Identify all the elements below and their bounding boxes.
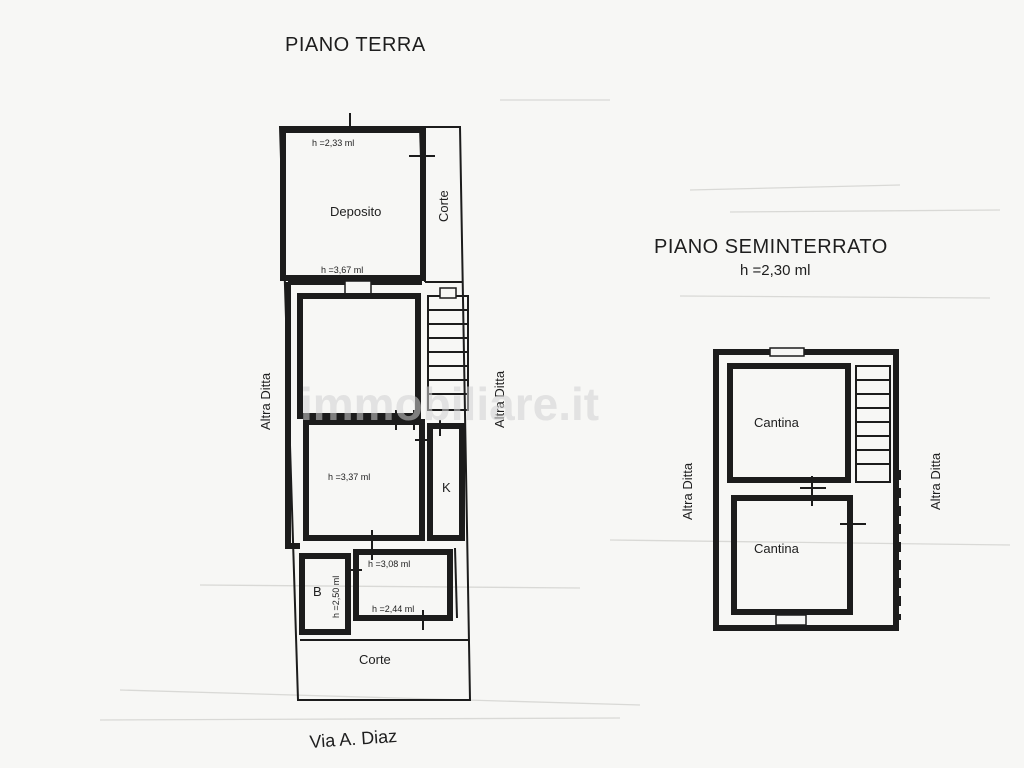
courtyard-fence — [454, 547, 458, 619]
window-opening — [344, 280, 372, 296]
height-small-room: h =3,08 ml — [368, 559, 410, 569]
window-opening — [769, 347, 805, 357]
piano-seminterrato-title: PIANO SEMINTERRATO — [654, 236, 888, 258]
bagno-label: B — [313, 584, 322, 599]
seminterrato-side-right: Altra Ditta — [928, 452, 943, 510]
kitchen-label: K — [442, 480, 451, 495]
seminterrato-height: h =2,30 ml — [740, 262, 810, 279]
height-deposito-bottom: h =3,67 ml — [321, 265, 363, 275]
cantina-top-label: Cantina — [754, 415, 800, 430]
street-label: Via A. Diaz — [309, 726, 398, 752]
piano-terra-title: PIANO TERRA — [285, 34, 426, 56]
watermark-logo: immobiliare.it — [300, 378, 599, 430]
side-label-right: Altra Ditta — [492, 370, 507, 428]
left-outer-wall — [285, 282, 300, 549]
cantina-bottom-walls — [731, 495, 853, 615]
corte-bottom-label: Corte — [359, 652, 391, 667]
height-mid-room: h =3,37 ml — [328, 472, 370, 482]
height-bagno: h =2,50 ml — [331, 576, 341, 618]
kitchen-walls — [427, 423, 465, 541]
seminterrato-side-left: Altra Ditta — [680, 462, 695, 520]
height-antibagno: h =2,44 ml — [372, 604, 414, 614]
corte-top-label: Corte — [436, 190, 451, 222]
side-label-left: Altra Ditta — [258, 372, 273, 430]
window-opening — [775, 614, 807, 626]
deposito-label: Deposito — [330, 204, 381, 219]
antibagno-walls — [353, 549, 453, 621]
cantina-bottom-label: Cantina — [754, 541, 800, 556]
piano-terra-plan: PIANO TERRA — [258, 34, 507, 752]
middle-room-walls — [303, 419, 425, 541]
upper-room-walls — [297, 293, 421, 419]
scan-noise — [99, 99, 1011, 721]
staircase — [427, 287, 469, 411]
seminterrato-perimeter — [713, 349, 899, 631]
seminterrato-staircase — [855, 365, 891, 483]
piano-seminterrato-plan: PIANO SEMINTERRATO h =2,30 ml Cantina Ca… — [654, 236, 943, 631]
height-deposito-top: h =2,33 ml — [312, 138, 354, 148]
bagno-walls — [299, 553, 351, 635]
cantina-top-walls — [727, 363, 851, 483]
